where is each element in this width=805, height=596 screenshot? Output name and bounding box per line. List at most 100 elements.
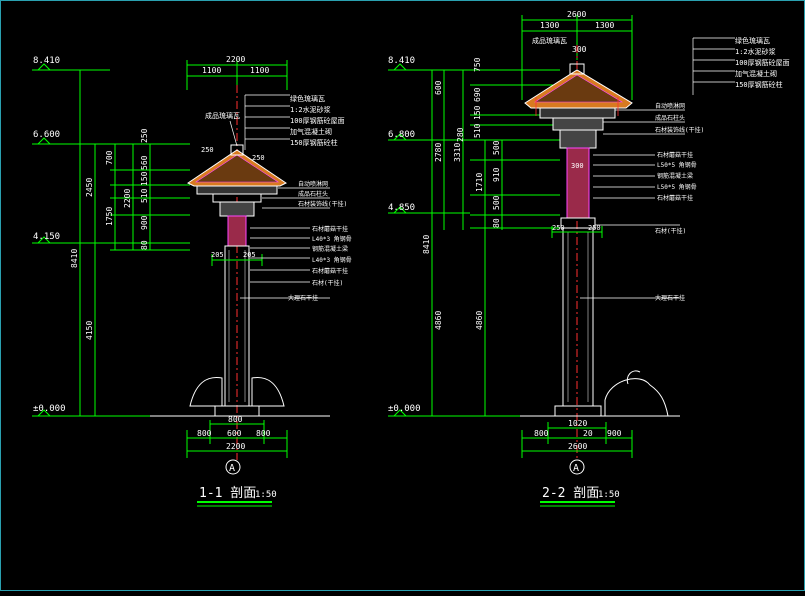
- right-dim-690: 690: [473, 87, 482, 102]
- right-dim-top-a: 1300: [540, 21, 559, 30]
- right-dim-bot-total: 2600: [568, 442, 587, 451]
- left-dim-250: 250: [140, 128, 149, 143]
- left-side-note-1: 成品石柱头: [298, 190, 328, 198]
- left-dim-top-b: 1100: [250, 66, 269, 75]
- left-dim-bot-a: 800: [197, 429, 212, 438]
- left-dim-510: 510: [140, 188, 149, 203]
- right-grid-bubble: [569, 459, 585, 475]
- left-dim-mid-b: 205: [243, 251, 256, 259]
- right-top-dims: [521, 15, 633, 100]
- right-dim-mid-a: 250: [552, 224, 565, 232]
- left-capital: [219, 201, 255, 217]
- right-side-note-5: 钢筋混凝土梁: [657, 172, 693, 180]
- right-dim-150: 150: [473, 105, 482, 120]
- left-top-dims: [186, 60, 288, 90]
- right-dim-2780: 2780: [434, 143, 443, 162]
- left-grid-bubble: [225, 459, 241, 475]
- right-note-0: 绿色琉璃瓦: [735, 36, 770, 45]
- right-dim-800: 600: [434, 80, 443, 95]
- right-vertical-dims: [431, 69, 560, 416]
- right-dim-bot-c: 900: [607, 429, 622, 438]
- left-elevation-4150: 4.150: [33, 232, 60, 242]
- right-side-note-3: 石材蘑菇干挂: [657, 151, 693, 159]
- right-capital-core: [566, 147, 590, 219]
- left-dim-bot-b: 600: [227, 429, 242, 438]
- left-dim-150: 150: [140, 171, 149, 186]
- left-base-ornament-right: [251, 376, 285, 407]
- right-dim-910: 910: [492, 167, 501, 182]
- right-side-note-7: 石材蘑菇干挂: [657, 194, 693, 202]
- left-side-note-0: 自动喷淋网: [298, 180, 328, 188]
- left-dim-base: 800: [228, 415, 243, 424]
- right-side-leaders: [580, 109, 685, 299]
- left-roof-note: 成品琉璃瓦: [205, 111, 240, 120]
- left-section-title: 1-1 剖面: [199, 486, 256, 501]
- left-side-leaders: [240, 187, 330, 299]
- right-roof-note: 成品琉璃瓦: [532, 36, 567, 45]
- left-dim-mid-a: 205: [211, 251, 224, 259]
- left-side-note-3: 石材蘑菇干挂: [312, 225, 348, 233]
- left-note-1: 1:2水泥砂浆: [290, 105, 331, 114]
- left-shaft-note: 大理石干挂: [288, 294, 318, 302]
- right-dim-3310: 3310: [453, 143, 462, 162]
- right-dim-4860: 4860: [434, 311, 443, 330]
- right-roof-tiles: [533, 74, 624, 103]
- section-2-2: 8.410 6.800 4.850 ±0.000 8410 2780 3310 …: [388, 10, 790, 507]
- right-dim-750: 750: [473, 57, 482, 72]
- right-section-title: 2-2 剖面: [542, 486, 599, 501]
- left-dim-2200: 2200: [123, 189, 132, 208]
- right-note-leaders: [692, 37, 735, 95]
- left-side-note-4: L40*3 角钢骨: [312, 235, 352, 243]
- left-dim-1750: 1750: [105, 207, 114, 226]
- right-side-note-0: 自动喷淋网: [655, 102, 685, 110]
- right-dim-500: 500: [492, 140, 501, 155]
- right-grid-label: A: [573, 463, 579, 474]
- left-side-note-8: 石材(干挂): [312, 279, 343, 287]
- left-grid-label: A: [229, 463, 235, 474]
- left-elevation-0000: ±0.000: [33, 404, 66, 414]
- left-side-note-7: 石材蘑菇干挂: [312, 267, 348, 275]
- right-capital-upper: [552, 117, 604, 131]
- right-elevation-6800: 6.800: [388, 130, 415, 140]
- right-shaft-note: 大理石干挂: [655, 294, 685, 302]
- right-elevation-8410: 8.410: [388, 56, 415, 66]
- left-note-0: 绿色琉璃瓦: [290, 94, 325, 103]
- left-side-note-2: 石材装饰线(干挂): [298, 200, 347, 208]
- left-note-4: 150厚钢筋砼柱: [290, 138, 338, 147]
- left-elevation-6600: 6.600: [33, 130, 60, 140]
- right-side-note-6: L50*5 角钢骨: [657, 183, 697, 191]
- left-side-note-6: L40*3 角钢骨: [312, 256, 352, 264]
- right-dim-80: 80: [492, 218, 501, 228]
- right-side-note-1: 成品石柱头: [655, 114, 685, 122]
- left-dim-80: 80: [140, 240, 149, 250]
- right-dim-mid-c: 300: [571, 162, 584, 170]
- left-dim-roof: 250: [201, 146, 214, 154]
- right-dim-1710: 1710: [475, 173, 484, 192]
- right-note-4: 150厚钢筋砼柱: [735, 80, 783, 89]
- left-dim-560: 560: [140, 155, 149, 170]
- right-note-2: 100厚钢筋砼屋面: [735, 58, 790, 67]
- left-dim-8410: 8410: [70, 249, 79, 268]
- left-note-2: 100厚钢筋砼屋面: [290, 116, 345, 125]
- right-base: [554, 405, 602, 417]
- left-note-3: 加气混凝土砌: [290, 127, 332, 136]
- right-dim-top-total: 2600: [567, 10, 586, 19]
- right-roof-beam: [539, 107, 616, 119]
- right-bottom-dims: [521, 422, 633, 458]
- right-elevation-4850: 4.850: [388, 203, 415, 213]
- left-base-ornament-left: [189, 376, 223, 407]
- right-side-note-2: 石材装饰线(干挂): [655, 126, 704, 134]
- left-dim-2450: 2450: [85, 178, 94, 197]
- left-side-note-5: 钢筋混凝土梁: [312, 245, 348, 253]
- right-side-note-4: L50*5 角钢骨: [657, 161, 697, 169]
- right-side-note-8: 石材(干挂): [655, 227, 686, 235]
- right-note-1: 1:2水泥砂浆: [735, 47, 776, 56]
- right-dim-ridge: 300: [572, 45, 587, 54]
- right-section-scale: 1:50: [598, 490, 620, 500]
- right-roof-ridge: [569, 63, 585, 75]
- right-dim-280: 280: [456, 127, 465, 142]
- left-dim-bot-c: 800: [256, 429, 271, 438]
- right-capital: [559, 129, 597, 149]
- right-dim-base: 1020: [568, 419, 587, 428]
